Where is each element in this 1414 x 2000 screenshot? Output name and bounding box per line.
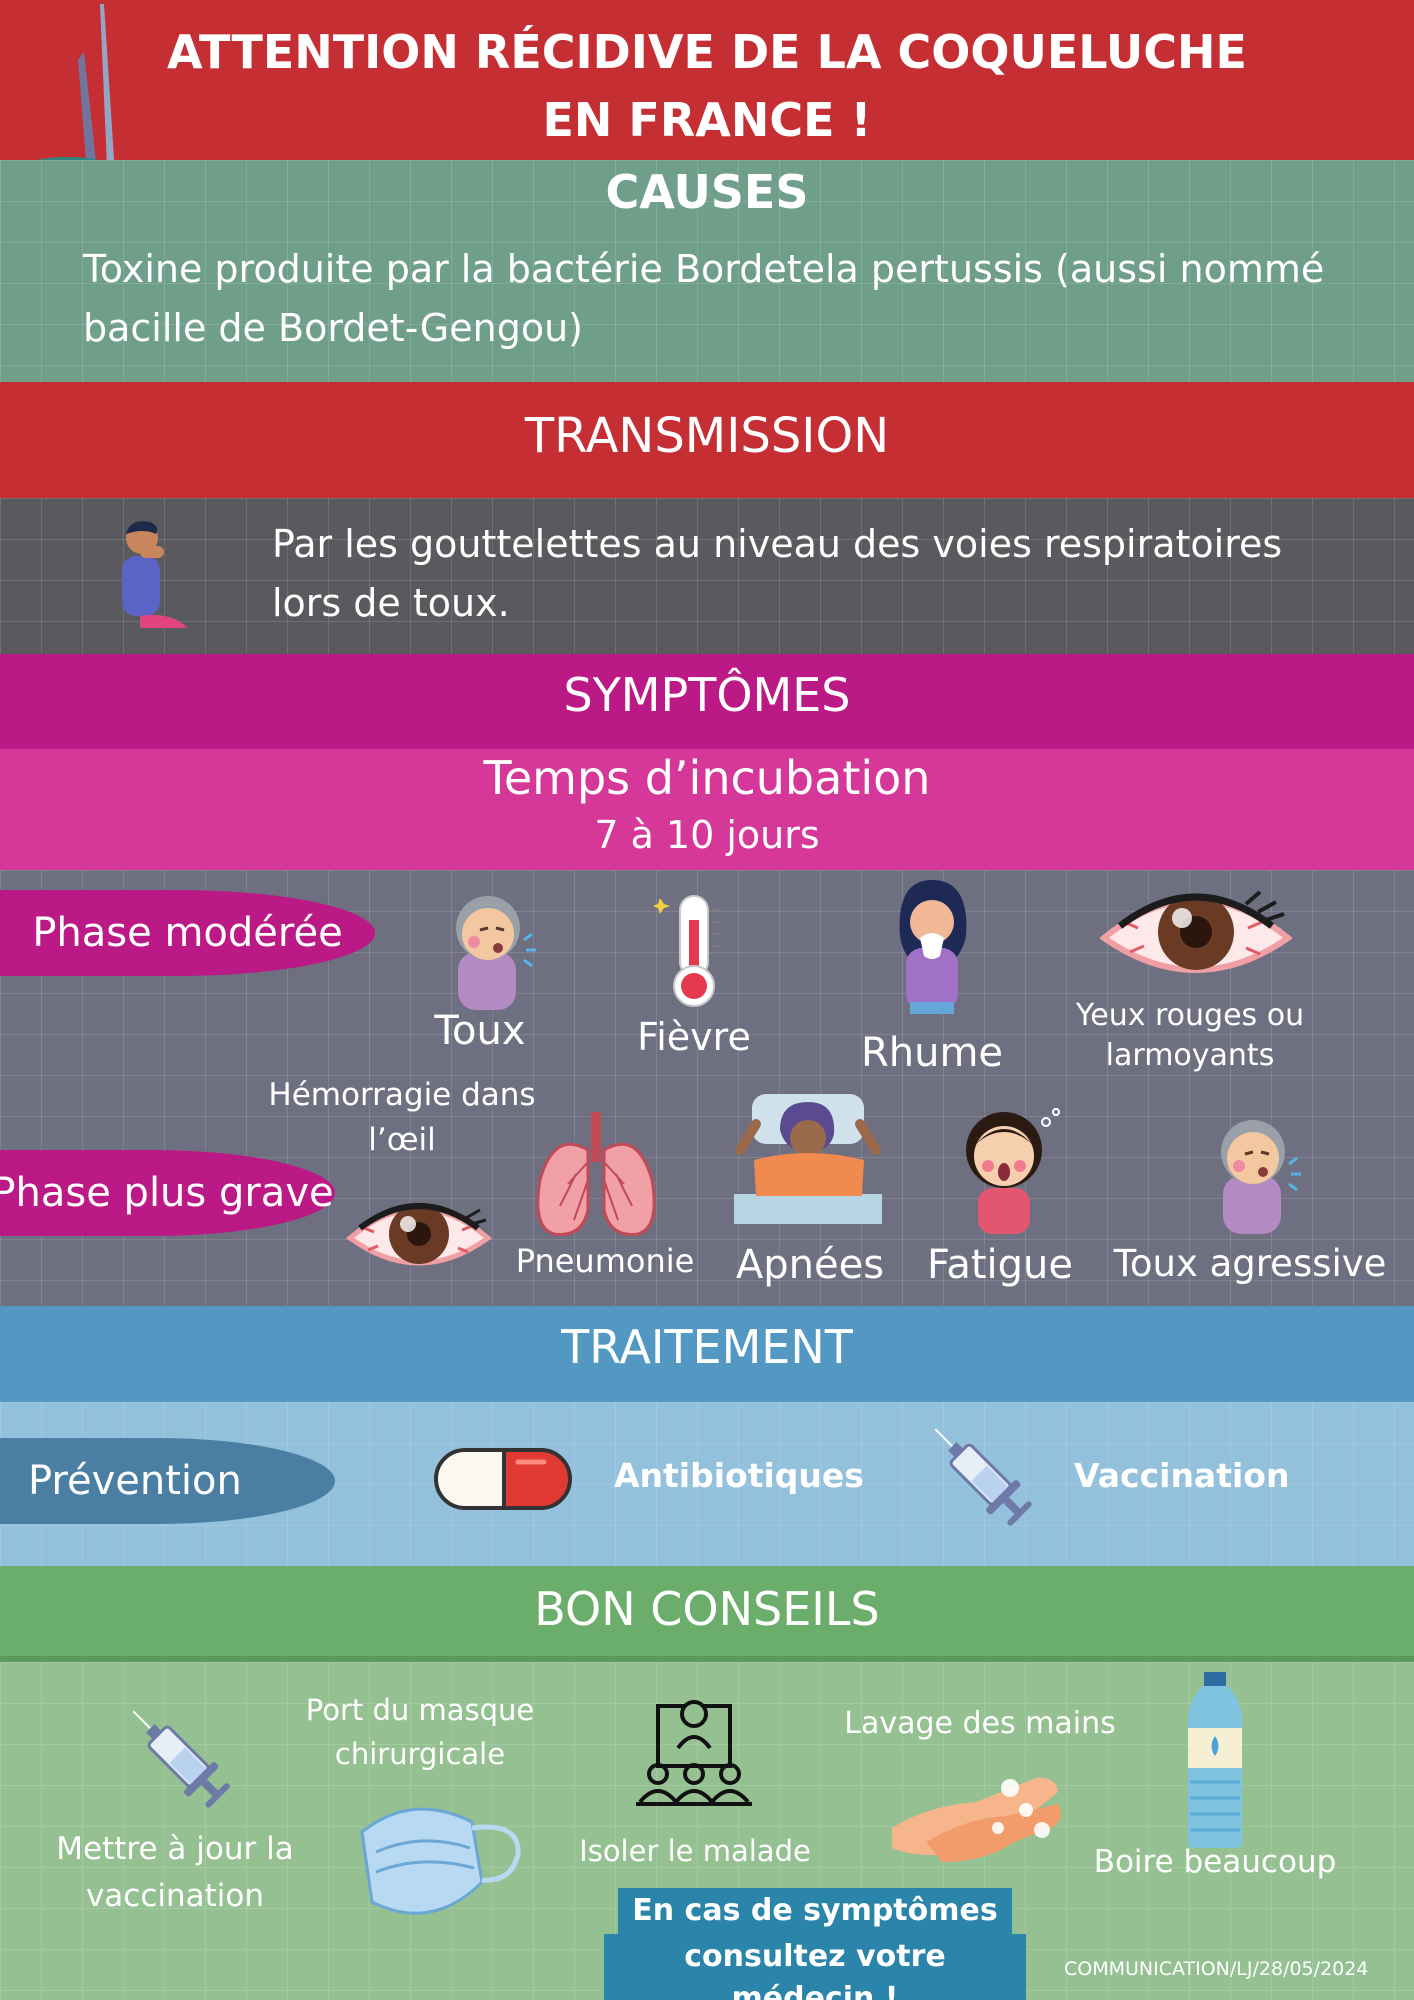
transmission-section: Par les gouttelettes au niveau des voies… [0, 498, 1414, 654]
footer-credit: COMMUNICATION/LJ/28/05/2024 [1064, 1958, 1369, 1980]
phase-severe-pill: Phase plus grave [0, 1150, 335, 1236]
thermometer-icon [654, 890, 734, 1010]
bloodshot-eye-icon [346, 1192, 492, 1274]
symptom-label-toux: Toux [434, 1008, 526, 1054]
treatment-banner: TRAITEMENT [0, 1306, 1414, 1402]
symptom-label-pneumonie: Pneumonie [515, 1242, 695, 1280]
red-eye-icon [1100, 882, 1292, 982]
advice-vaccine-line1: Mettre à jour la [56, 1831, 294, 1867]
symptom-label-fievre: Fièvre [637, 1015, 751, 1059]
advice-mask-line1: Port du masque [305, 1693, 535, 1727]
symptoms-banner: SYMPTÔMES [0, 654, 1414, 749]
causes-text-line2: bacille de Bordet-Gengou) [83, 306, 583, 350]
callout-line1: En cas de symptômes [632, 1893, 998, 1928]
prevention-pill: Prévention [0, 1438, 335, 1524]
lungs-icon [530, 1110, 662, 1242]
transmission-text-line2: lors de toux. [272, 581, 510, 625]
advice-mask-line2: chirurgicale [334, 1737, 506, 1771]
advice-section: Mettre à jour la vaccination Port du mas… [0, 1662, 1414, 2000]
incubation-section: Temps d’incubation 7 à 10 jours [0, 749, 1414, 870]
phase-severe-label: Phase plus grave [0, 1170, 334, 1216]
symptom-label-hemorragie-line1: Hémorragie dans [268, 1077, 536, 1113]
causes-heading: CAUSES [605, 165, 809, 219]
transmission-heading: TRANSMISSION [524, 408, 890, 464]
symptom-label-apnees: Apnées [735, 1242, 885, 1288]
advice-syringe-icon [118, 1696, 242, 1820]
symptom-label-yeux-line2: larmoyants [1105, 1038, 1275, 1073]
symptom-label-fatigue: Fatigue [927, 1242, 1073, 1288]
symptoms-phases-section: Phase modérée Toux Fièvre [0, 870, 1414, 1306]
phase-moderate-label: Phase modérée [32, 910, 343, 956]
symptom-label-yeux-line1: Yeux rouges ou [1075, 998, 1305, 1033]
symptom-label-toux-agressive: Toux agressive [1113, 1242, 1387, 1285]
advice-drink: Boire beaucoup [1093, 1844, 1337, 1880]
logo-icon [28, 0, 128, 160]
coughing-person-icon [100, 516, 190, 636]
symptom-label-hemorragie-line2: l’œil [368, 1122, 436, 1158]
symptom-label-rhume: Rhume [860, 1030, 1004, 1076]
advice-vaccine-line2: vaccination [85, 1878, 265, 1914]
sleeping-person-icon [730, 1090, 886, 1226]
advice-banner: BON CONSEILS [0, 1566, 1414, 1662]
vaccination-label: Vaccination [1074, 1456, 1290, 1495]
symptoms-heading: SYMPTÔMES [563, 668, 851, 722]
pill-capsule-icon [432, 1446, 574, 1512]
transmission-banner: TRANSMISSION [0, 382, 1414, 498]
callout-line2: consultez votre médecin ! [684, 1939, 946, 2000]
aggressive-cough-elder-icon [1205, 1106, 1305, 1236]
advice-isolate: Isoler le malade [579, 1834, 811, 1868]
antibiotics-label: Antibiotiques [614, 1456, 864, 1495]
phase-moderate-pill: Phase modérée [0, 890, 375, 976]
water-bottle-icon [1184, 1672, 1246, 1850]
transmission-text-line1: Par les gouttelettes au niveau des voies… [272, 522, 1283, 566]
prevention-label: Prévention [28, 1458, 242, 1504]
handwashing-icon [886, 1758, 1068, 1868]
advice-handwash: Lavage des mains [844, 1706, 1116, 1741]
page-title-line1: ATTENTION RÉCIDIVE DE LA COQUELUCHE [167, 25, 1247, 79]
advice-heading: BON CONSEILS [534, 1582, 880, 1636]
header-banner: ATTENTION RÉCIDIVE DE LA COQUELUCHE EN F… [0, 0, 1414, 160]
causes-text-line1: Toxine produite par la bactérie Bordetel… [83, 247, 1325, 291]
syringe-icon [920, 1414, 1044, 1538]
sneezing-woman-icon [890, 876, 974, 1016]
incubation-value: 7 à 10 jours [594, 813, 820, 857]
coughing-elder-icon [440, 882, 540, 1012]
treatment-section: Prévention Antibiotiques Vaccination [0, 1402, 1414, 1566]
yawning-girl-icon [960, 1102, 1064, 1236]
causes-section: CAUSES Toxine produite par la bactérie B… [0, 160, 1414, 382]
page-title-line2: EN FRANCE ! [542, 93, 872, 147]
isolation-group-icon [634, 1700, 754, 1810]
incubation-title: Temps d’incubation [483, 751, 931, 805]
surgical-mask-icon [352, 1792, 524, 1932]
doctor-callout: En cas de symptômes consultez votre méde… [604, 1888, 1026, 2000]
treatment-heading: TRAITEMENT [561, 1320, 853, 1374]
